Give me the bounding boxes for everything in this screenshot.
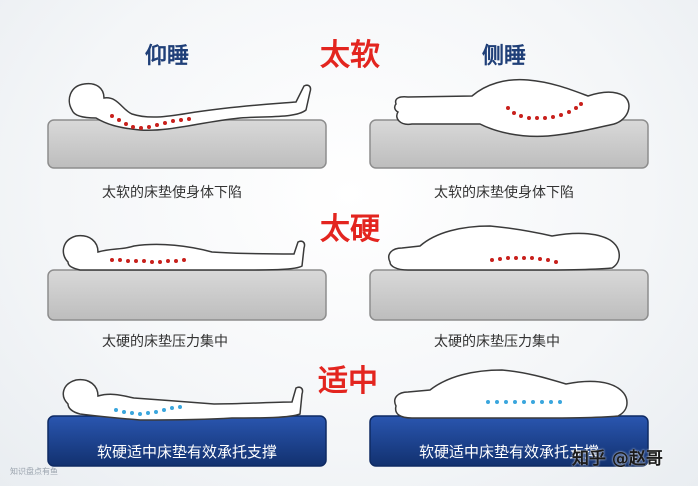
caption-soft-back: 太软的床垫使身体下陷 [102,185,242,201]
body-hard-side [388,225,620,271]
caption-hard-back: 太硬的床垫压力集中 [102,334,228,350]
header-side-sleeping: 侧睡 [482,44,527,69]
pressure-dots-hard-side [490,256,558,264]
category-too-hard: 太硬 [320,212,380,247]
body-medium-side [394,369,628,419]
body-hard-back [62,234,306,271]
caption-medium-back: 软硬适中床垫有效承托支撑 [96,443,277,461]
support-dots-medium-side [486,400,562,404]
category-too-soft: 太软 [320,38,380,73]
header-back-sleeping: 仰睡 [145,44,190,69]
pressure-dots-hard-back [110,258,186,264]
mattress-soft-back [47,119,327,169]
mattress-hard-back [47,269,327,321]
caption-soft-side: 太软的床垫使身体下陷 [434,185,574,201]
category-medium: 适中 [318,364,378,399]
watermark-zhihu: 知乎 @赵哥 [572,449,663,469]
pressure-dots-soft-back [110,114,191,130]
watermark-small: 知识盘点有鱼 [10,467,58,476]
caption-medium-side: 软硬适中床垫有效承托支撑 [418,443,599,461]
body-medium-back [62,378,304,421]
pressure-dots-soft-side [506,102,583,120]
mattress-hard-side [369,269,649,321]
body-soft-side [393,78,630,138]
support-dots-medium-back [114,405,182,416]
body-soft-back [68,82,312,132]
caption-hard-side: 太硬的床垫压力集中 [434,334,560,350]
